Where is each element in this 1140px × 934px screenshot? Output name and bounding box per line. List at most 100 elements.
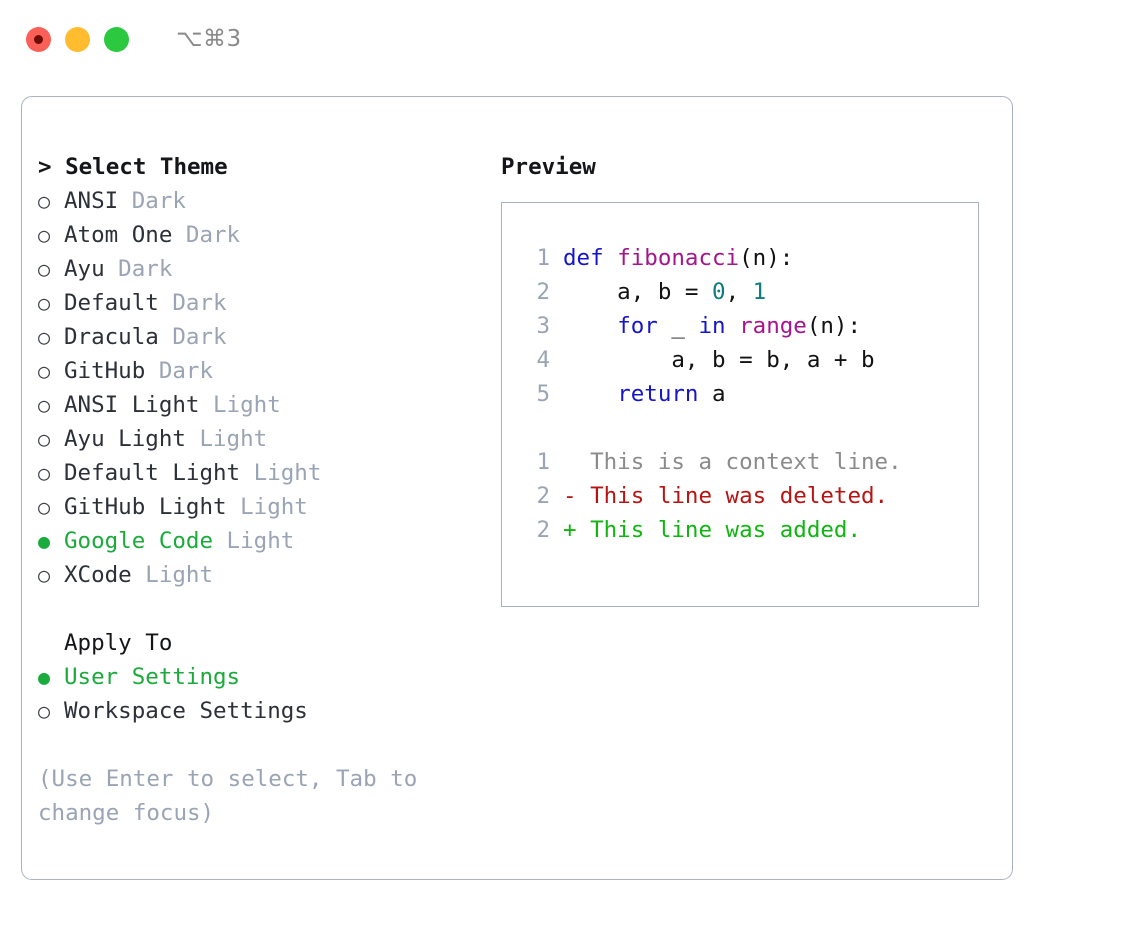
theme-option-tag: Light <box>185 426 268 452</box>
theme-option-label: Dracula <box>64 324 159 350</box>
theme-option-7[interactable]: ○ Ayu Light Light <box>38 422 488 456</box>
apply-option-label: Workspace Settings <box>64 698 308 724</box>
window-controls <box>26 26 129 52</box>
radio-unselected-icon: ○ <box>38 461 51 485</box>
radio-unselected-icon: ○ <box>38 359 51 383</box>
radio-unselected-icon: ○ <box>38 189 51 213</box>
radio-unselected-icon: ○ <box>38 563 51 587</box>
apply-option-1[interactable]: ○ Workspace Settings <box>38 694 488 728</box>
theme-option-label: ANSI Light <box>64 392 200 418</box>
theme-option-label: Default Light <box>64 460 241 486</box>
minimize-button-icon[interactable] <box>65 26 90 52</box>
theme-option-tag: Dark <box>104 256 173 282</box>
radio-unselected-icon: ○ <box>38 393 51 417</box>
code-token: fibonacci <box>617 245 740 271</box>
code-token: return <box>617 381 699 407</box>
theme-option-tag: Dark <box>158 324 227 350</box>
radio-unselected-icon: ○ <box>38 223 51 247</box>
theme-option-label: GitHub Light <box>64 494 227 520</box>
theme-option-label: Google Code <box>64 528 214 554</box>
code-token: , <box>725 279 753 305</box>
keyboard-shortcut-label: ⌥⌘3 <box>176 26 242 52</box>
list-spacer <box>38 592 488 626</box>
theme-option-label: Ayu Light <box>64 426 186 452</box>
theme-option-1[interactable]: ○ Atom One Dark <box>38 218 488 252</box>
theme-option-9[interactable]: ○GitHub Light Light <box>38 490 488 524</box>
record-dot-icon <box>34 34 43 44</box>
radio-unselected-icon: ○ <box>38 325 51 349</box>
theme-option-tag: Light <box>131 562 214 588</box>
diff-line: 2 + This line was added. <box>524 513 978 547</box>
preview-header: Preview <box>501 154 596 180</box>
radio-unselected-icon: ○ <box>38 257 51 281</box>
apply-to-list[interactable]: ● User Settings ○ Workspace Settings <box>38 660 488 728</box>
code-token <box>563 381 617 407</box>
theme-option-2[interactable]: ○ Ayu Dark <box>38 252 488 286</box>
radio-unselected-icon: ○ <box>38 291 51 315</box>
theme-option-tag: Dark <box>172 222 241 248</box>
diff-sample: 1 This is a context line. 2 - This line wa… <box>524 445 978 547</box>
apply-option-label: User Settings <box>64 664 241 690</box>
main-panel: > Select Theme ○ANSI Dark○Atom One Dark○… <box>21 96 1013 880</box>
apply-option-0[interactable]: ● User Settings <box>38 660 488 694</box>
theme-option-label: XCode <box>64 562 132 588</box>
code-line: 2 a, b = 0, 1 <box>524 275 978 309</box>
code-line: 4 a, b = b, a + b <box>524 343 978 377</box>
theme-option-label: Atom One <box>64 222 173 248</box>
theme-option-tag: Dark <box>158 290 227 316</box>
select-theme-header: > Select Theme <box>38 154 228 180</box>
radio-selected-icon: ● <box>38 529 51 553</box>
zoom-button-icon[interactable] <box>104 26 129 52</box>
theme-option-tag: Light <box>240 460 322 486</box>
apply-to-header: Apply To <box>64 630 173 656</box>
diff-line: 1 This is a context line. <box>524 445 978 479</box>
theme-option-11[interactable]: ○ XCode Light <box>38 558 488 592</box>
code-token: in <box>698 313 726 339</box>
theme-option-4[interactable]: ○ Dracula Dark <box>38 320 488 354</box>
theme-option-8[interactable]: ○ Default Light Light <box>38 456 488 490</box>
code-token: 1 <box>752 279 767 305</box>
radio-selected-icon: ● <box>38 665 51 689</box>
close-button-icon[interactable] <box>26 26 51 52</box>
line-number: 5 <box>536 381 550 407</box>
theme-option-label: GitHub <box>64 358 146 384</box>
code-token: a, b = b, a + b <box>563 347 875 373</box>
theme-option-6[interactable]: ○ ANSI Light Light <box>38 388 488 422</box>
theme-option-10[interactable]: ● Google Code Light <box>38 524 488 558</box>
code-token: _ <box>657 313 699 339</box>
theme-option-tag: Light <box>199 392 281 418</box>
code-token: def <box>563 245 618 271</box>
theme-option-5[interactable]: ○GitHub Dark <box>38 354 488 388</box>
theme-option-label: Default <box>64 290 159 316</box>
code-token: This is a context line. <box>563 449 902 475</box>
theme-list[interactable]: ○ ANSI Dark ○ Atom One Dark ○ Ayu Dark ○ Defaul… <box>38 184 488 592</box>
code-token: range <box>739 313 807 339</box>
code-line: 3 for _ in range(n): <box>524 309 978 343</box>
code-token: for <box>617 313 658 339</box>
code-line: 5 return a <box>524 377 978 411</box>
title-bar: ⌥⌘3 <box>0 0 1140 78</box>
line-number: 3 <box>536 313 550 339</box>
line-number: 4 <box>536 347 550 373</box>
theme-option-0[interactable]: ○ANSI Dark <box>38 184 488 218</box>
code-diff-separator <box>524 411 978 445</box>
code-token: (n): <box>739 245 794 271</box>
code-token: + This line was added. <box>563 517 862 543</box>
code-token: - This line was deleted. <box>563 483 889 509</box>
theme-option-tag: Light <box>213 528 295 554</box>
radio-unselected-icon: ○ <box>38 699 51 723</box>
theme-option-3[interactable]: ○ Default Dark <box>38 286 488 320</box>
code-token <box>726 313 740 339</box>
theme-option-label: Ayu <box>64 256 105 282</box>
radio-unselected-icon: ○ <box>38 495 51 519</box>
code-token <box>563 313 617 339</box>
theme-option-label: ANSI <box>64 188 119 214</box>
code-token: a, b = <box>563 279 713 305</box>
line-number: 2 <box>536 517 550 543</box>
radio-unselected-icon: ○ <box>38 427 51 451</box>
line-number: 2 <box>536 279 550 305</box>
keyboard-hint-text: (Use Enter to select, Tab to change focu… <box>38 766 431 826</box>
